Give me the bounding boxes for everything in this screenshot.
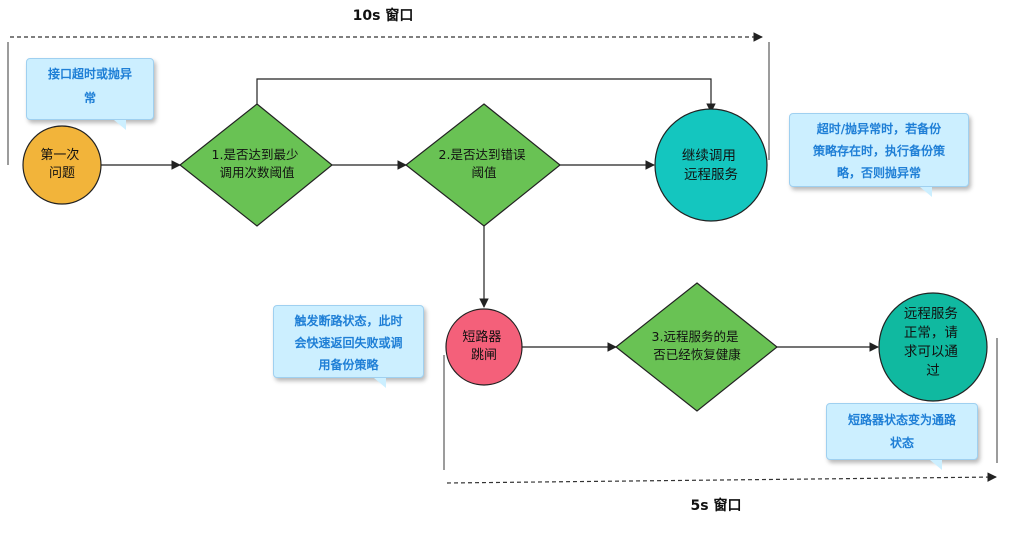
recovered-node[interactable] [878,292,988,402]
breaker-open-node[interactable] [445,308,523,386]
start-node[interactable] [22,125,102,205]
recovered-node-label: 远程服务 正常，请 求可以通 过 [904,306,962,379]
window-5s-dashed-arrow [446,472,997,484]
continue-call-node-label: 继续调用 远程服务 [682,148,740,183]
note-timeout-tail [114,120,126,130]
window-5s-label: 5s 窗口 [691,497,742,514]
decision-min-calls-label: 1.是否达到最少 调用次数阈值 [212,147,303,180]
note-close: 短路器状态变为通路 状态 [826,403,978,460]
edge-check-min-bypass-to-continue [256,78,716,113]
decision-error-threshold-label: 2.是否达到错误 阈值 [439,147,530,180]
note-close-tail [930,460,942,470]
start-node-label: 第一次 问题 [40,147,83,181]
note-trip: 触发断路状态，此时 会快速返回失败或调 用备份策略 [273,305,424,378]
continue-call-node[interactable] [654,108,768,222]
decision-recovered[interactable] [615,282,778,412]
note-fallback-tail [920,187,932,197]
decision-error-threshold[interactable] [405,103,561,227]
breaker-open-node-label: 短路器 跳闸 [462,329,505,363]
note-trip-tail [374,378,386,388]
note-fallback: 超时/抛异常时，若备份 策略存在时，执行备份策 略，否则抛异常 [789,113,969,187]
decision-min-calls[interactable] [179,103,333,227]
decision-recovered-label: 3.远程服务的是 否已经恢复健康 [652,329,743,362]
note-timeout: 接口超时或抛异 常 [26,58,154,120]
window-10s-label: 10s 窗口 [353,7,414,24]
